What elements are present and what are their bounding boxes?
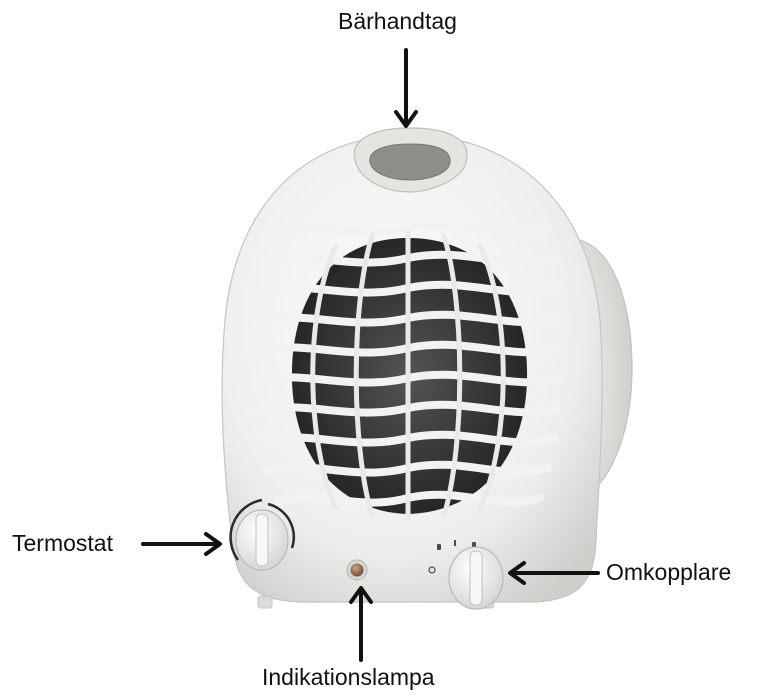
indicator-lamp-icon [347,560,367,580]
arrow-icon-handle [396,50,416,126]
switch-knob-icon [449,547,503,609]
label-thermostat: Termostat [12,532,113,555]
arrow-icon-lamp [351,588,371,660]
arrow-icon-thermostat [143,534,220,554]
label-indicator-lamp: Indikationslampa [262,666,435,689]
label-carrying-handle: Bärhandtag [338,10,457,33]
label-switch: Omkopplare [606,561,731,584]
